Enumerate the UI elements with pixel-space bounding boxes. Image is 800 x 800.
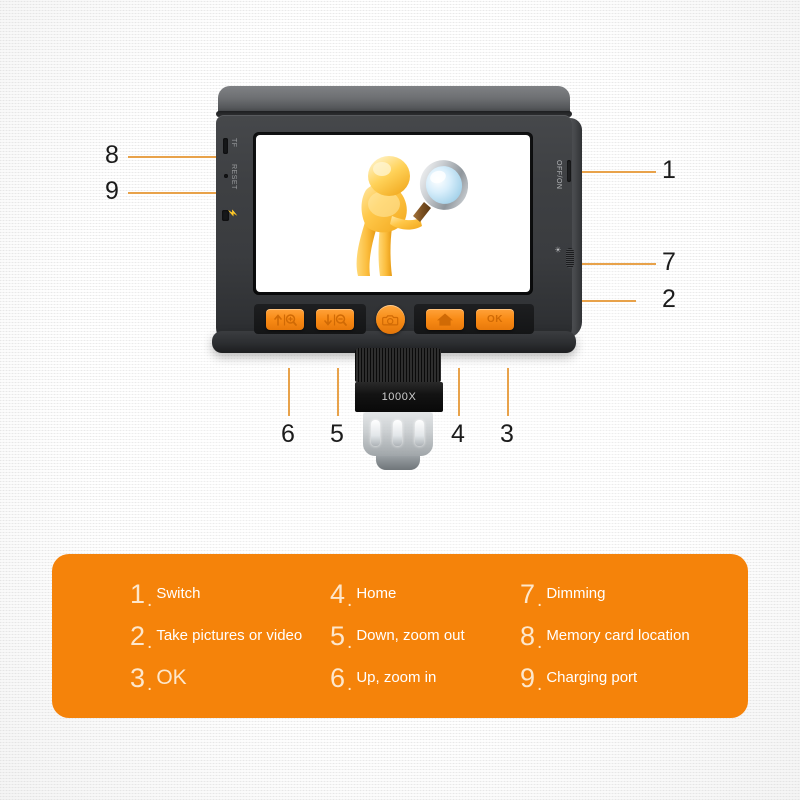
down-zoom-out-button[interactable] <box>316 309 354 330</box>
lens-assembly: 1000X <box>355 348 443 470</box>
charging-port-icon: ⚡ <box>228 208 237 219</box>
legend-item-9: 9 . Charging port <box>520 657 748 699</box>
legend-dot-6: . <box>347 674 353 695</box>
callout-number-3: 3 <box>500 420 514 448</box>
legend-number-6: 6 <box>330 662 346 693</box>
leader-line-4 <box>458 368 460 416</box>
leader-line-7 <box>578 263 656 265</box>
legend-dot-3: . <box>147 674 153 695</box>
legend-number-9: 9 <box>520 662 536 693</box>
lcd-screen <box>256 135 530 292</box>
camera-icon <box>382 314 399 325</box>
legend-dot-2: . <box>147 632 153 653</box>
microscope-device: TF RESET ⚡ OFF/ON ☀ <box>210 86 582 470</box>
legend-number-8: 8 <box>520 620 536 651</box>
callout-number-4: 4 <box>451 420 465 448</box>
callout-number-5: 5 <box>330 420 344 448</box>
legend-item-2: 2 . Take pictures or video <box>130 615 330 657</box>
legend-number-7: 7 <box>520 578 536 609</box>
legend-item-6: 6 . Up, zoom in <box>330 657 520 699</box>
memory-card-slot[interactable] <box>223 138 228 154</box>
leader-line-8 <box>128 156 218 158</box>
lens-glass-housing <box>363 412 433 456</box>
callout-number-9: 9 <box>105 177 119 205</box>
legend-number-3: 3 <box>130 662 146 693</box>
leader-line-1 <box>578 171 656 173</box>
legend-dot-7: . <box>537 590 543 611</box>
legend-item-3: 3 . OK <box>130 657 330 699</box>
legend-dot-5: . <box>347 632 353 653</box>
callout-number-6: 6 <box>281 420 295 448</box>
legend-item-4: 4 . Home <box>330 573 520 615</box>
reset-port[interactable] <box>224 174 228 178</box>
power-switch-label: OFF/ON <box>555 160 562 190</box>
leader-line-5 <box>337 368 339 416</box>
legend-label-4: Home <box>356 585 397 603</box>
callout-number-7: 7 <box>662 248 676 276</box>
home-icon <box>437 313 453 326</box>
legend-dot-8: . <box>537 632 543 653</box>
legend-label-5: Down, zoom out <box>356 627 465 645</box>
leader-line-9 <box>128 192 218 194</box>
callout-number-1: 1 <box>662 156 676 184</box>
up-zoom-in-button[interactable] <box>266 309 304 330</box>
power-switch[interactable] <box>567 160 571 182</box>
callout-number-8: 8 <box>105 141 119 169</box>
legend-number-4: 4 <box>330 578 346 609</box>
leader-line-3 <box>507 368 509 416</box>
legend-dot-9: . <box>537 674 543 695</box>
legend-label-9: Charging port <box>546 669 638 687</box>
legend-label-2: Take pictures or video <box>156 627 303 645</box>
legend-item-5: 5 . Down, zoom out <box>330 615 520 657</box>
legend-panel: 1 . Switch 4 . Home 7 . Dimming 2 . Take… <box>52 554 748 718</box>
memory-card-slot-label: TF <box>230 138 237 148</box>
dimming-dial[interactable] <box>566 248 574 268</box>
legend-number-1: 1 <box>130 578 146 609</box>
legend-item-8: 8 . Memory card location <box>520 615 748 657</box>
lens-focus-knurl[interactable] <box>355 348 441 382</box>
lens-band: 1000X <box>355 382 443 412</box>
led-light-1 <box>371 420 380 446</box>
legend-label-6: Up, zoom in <box>356 669 437 687</box>
device-top-surface <box>218 86 570 114</box>
legend-number-5: 5 <box>330 620 346 651</box>
legend-dot-1: . <box>147 590 153 611</box>
magnifier-person-illustration <box>356 155 468 276</box>
legend-label-1: Switch <box>156 585 201 603</box>
legend-label-7: Dimming <box>546 585 606 603</box>
legend-label-8: Memory card location <box>546 627 690 645</box>
leader-line-6 <box>288 368 290 416</box>
legend-item-1: 1 . Switch <box>130 573 330 615</box>
lens-objective-tip <box>376 456 420 470</box>
arrow-down-magnifier-minus-icon <box>324 313 347 326</box>
legend-item-7: 7 . Dimming <box>520 573 748 615</box>
button-strip: OK <box>254 304 534 334</box>
screen-bezel <box>253 132 533 295</box>
led-light-3 <box>415 420 424 446</box>
ok-button-label: OK <box>487 314 503 325</box>
led-light-2 <box>393 420 402 446</box>
home-button[interactable] <box>426 309 464 330</box>
legend-number-2: 2 <box>130 620 146 651</box>
lens-magnification-label: 1000X <box>381 391 417 403</box>
reset-label: RESET <box>230 164 237 190</box>
callout-number-2: 2 <box>662 285 676 313</box>
dimming-dial-icon: ☀ <box>553 246 562 254</box>
arrow-up-magnifier-plus-icon <box>274 313 297 326</box>
legend-label-3: OK <box>156 665 187 689</box>
legend-dot-4: . <box>347 590 353 611</box>
ok-button[interactable]: OK <box>476 309 514 330</box>
shutter-button[interactable] <box>376 305 405 334</box>
